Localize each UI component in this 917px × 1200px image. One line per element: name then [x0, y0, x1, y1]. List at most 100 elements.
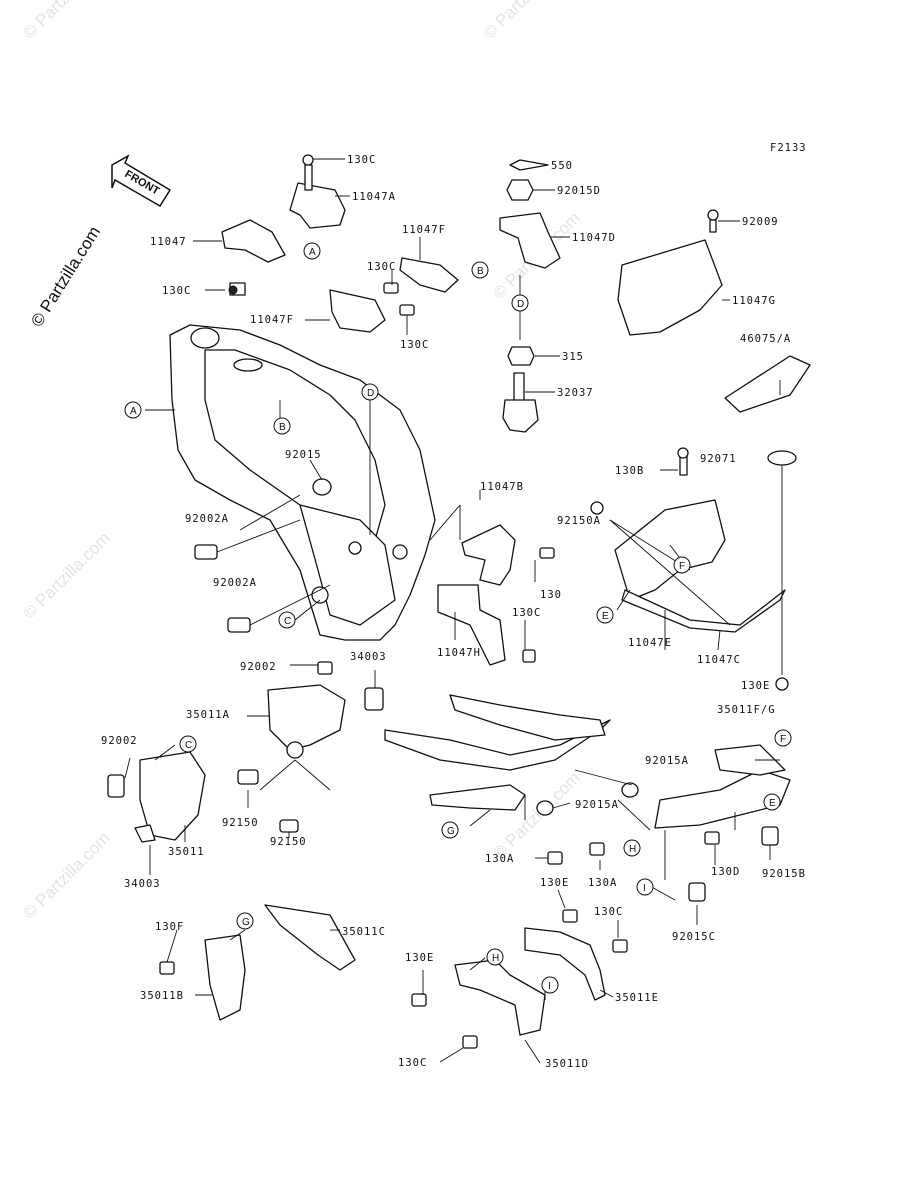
- part-label: 92015B: [762, 868, 806, 880]
- part-label: 92015: [285, 449, 322, 461]
- bracket-11047a: [289, 154, 346, 229]
- part-label: 130E: [405, 952, 434, 964]
- leader-lines: [124, 158, 781, 1064]
- pad-46075a: [724, 355, 811, 413]
- callout-f: F: [679, 561, 685, 572]
- part-label: 32037: [557, 387, 594, 399]
- part-label: 11047A: [352, 191, 396, 203]
- part-label: 130E: [540, 877, 569, 889]
- part-label: 11047F: [402, 224, 446, 236]
- part-label: 34003: [124, 878, 161, 890]
- callout-h: H: [629, 844, 636, 855]
- part-label: 130A: [588, 877, 617, 889]
- part-label: 35011B: [140, 990, 184, 1002]
- part-label: 92002: [101, 735, 138, 747]
- watermark: © Partzilla.com: [489, 768, 583, 862]
- part-label: 92150: [270, 836, 307, 848]
- part-label: 130C: [594, 906, 623, 918]
- callout-c: C: [185, 740, 192, 751]
- part-label: 92002: [240, 661, 277, 673]
- watermark: © Partzilla.com: [19, 828, 113, 922]
- part-labels: 130C 11047A 11047 130C 11047F 130C 11047…: [101, 154, 806, 1070]
- frame-fasteners: [194, 478, 332, 633]
- part-label: 92150A: [557, 515, 601, 527]
- callout-f: F: [780, 734, 786, 745]
- callout-d: D: [517, 299, 524, 310]
- callout-a: A: [309, 247, 316, 258]
- part-label: 11047: [150, 236, 187, 248]
- front-arrow-icon: FRONT: [111, 154, 172, 208]
- part-label: 130C: [162, 285, 191, 297]
- part-label: 130C: [367, 261, 396, 273]
- sub-frame: [384, 694, 639, 816]
- fastener-stack-d: [499, 159, 561, 433]
- bracket-11047f-lower: [329, 282, 415, 333]
- callout-b: B: [279, 422, 286, 433]
- part-label: 92002A: [213, 577, 257, 589]
- part-label: 92071: [700, 453, 737, 465]
- watermark: © Partzilla.com: [19, 0, 113, 43]
- bracket-35011c: [264, 904, 356, 971]
- part-label: 92015C: [672, 931, 716, 943]
- part-label: 46075/A: [740, 333, 791, 345]
- part-label: 35011A: [186, 709, 230, 721]
- bracket-35011b: [159, 934, 246, 1021]
- part-label: 11047C: [697, 654, 741, 666]
- bracket-11047e-c: [590, 447, 797, 691]
- callout-e: E: [769, 798, 776, 809]
- footpeg-bracket-35011: [107, 751, 299, 843]
- bracket-11047h: [437, 584, 536, 666]
- part-label: 11047B: [480, 481, 524, 493]
- sub-frame-35011fg: [547, 744, 791, 902]
- part-label: 35011C: [342, 926, 386, 938]
- callout-c: C: [284, 616, 291, 627]
- part-label: 35011F/G: [717, 704, 776, 716]
- part-label: 550: [551, 160, 573, 172]
- callout-i: I: [643, 883, 646, 894]
- bracket-11047g: [617, 209, 723, 336]
- callout-g: G: [242, 917, 250, 928]
- callout-g: G: [447, 826, 455, 837]
- part-label: 11047H: [437, 647, 481, 659]
- callout-b: B: [477, 266, 484, 277]
- part-label: 130C: [512, 607, 541, 619]
- part-label: 130A: [485, 853, 514, 865]
- part-label: 92015D: [557, 185, 601, 197]
- diagram-code: F2133: [770, 142, 807, 154]
- bracket-11047b: [461, 524, 555, 586]
- part-label: 11047F: [250, 314, 294, 326]
- part-label: 130E: [741, 680, 770, 692]
- bracket-35011d: [411, 959, 546, 1049]
- part-label: 92015A: [645, 755, 689, 767]
- part-label: 35011D: [545, 1058, 589, 1070]
- part-label: 34003: [350, 651, 387, 663]
- brand-watermark: © Partzilla.com: [27, 223, 104, 330]
- part-label: 130D: [711, 866, 740, 878]
- part-label: 92150: [222, 817, 259, 829]
- part-label: 130B: [615, 465, 644, 477]
- part-label: 35011: [168, 846, 205, 858]
- part-label: 130: [540, 589, 562, 601]
- footpeg-bracket-35011a: [267, 661, 384, 759]
- part-label: 130C: [400, 339, 429, 351]
- callout-d: D: [367, 388, 374, 399]
- callout-e: E: [602, 611, 609, 622]
- callout-i: I: [548, 981, 551, 992]
- part-label: 315: [562, 351, 584, 363]
- part-label: 11047G: [732, 295, 776, 307]
- part-label: 130C: [398, 1057, 427, 1069]
- main-frame: [169, 324, 436, 641]
- part-label: 11047E: [628, 637, 672, 649]
- part-label: 92002A: [185, 513, 229, 525]
- bracket-11047f-upper: [399, 257, 459, 293]
- callout-a: A: [130, 406, 137, 417]
- part-label: 92015A: [575, 799, 619, 811]
- callout-h: H: [492, 953, 499, 964]
- part-label: 130F: [155, 921, 184, 933]
- part-label: 130C: [347, 154, 376, 166]
- callout-circles: A B D A B D C F E C G F E H I G H I: [124, 242, 792, 994]
- part-label: 35011E: [615, 992, 659, 1004]
- part-label: 92009: [742, 216, 779, 228]
- watermark: © Partzilla.com: [479, 0, 573, 43]
